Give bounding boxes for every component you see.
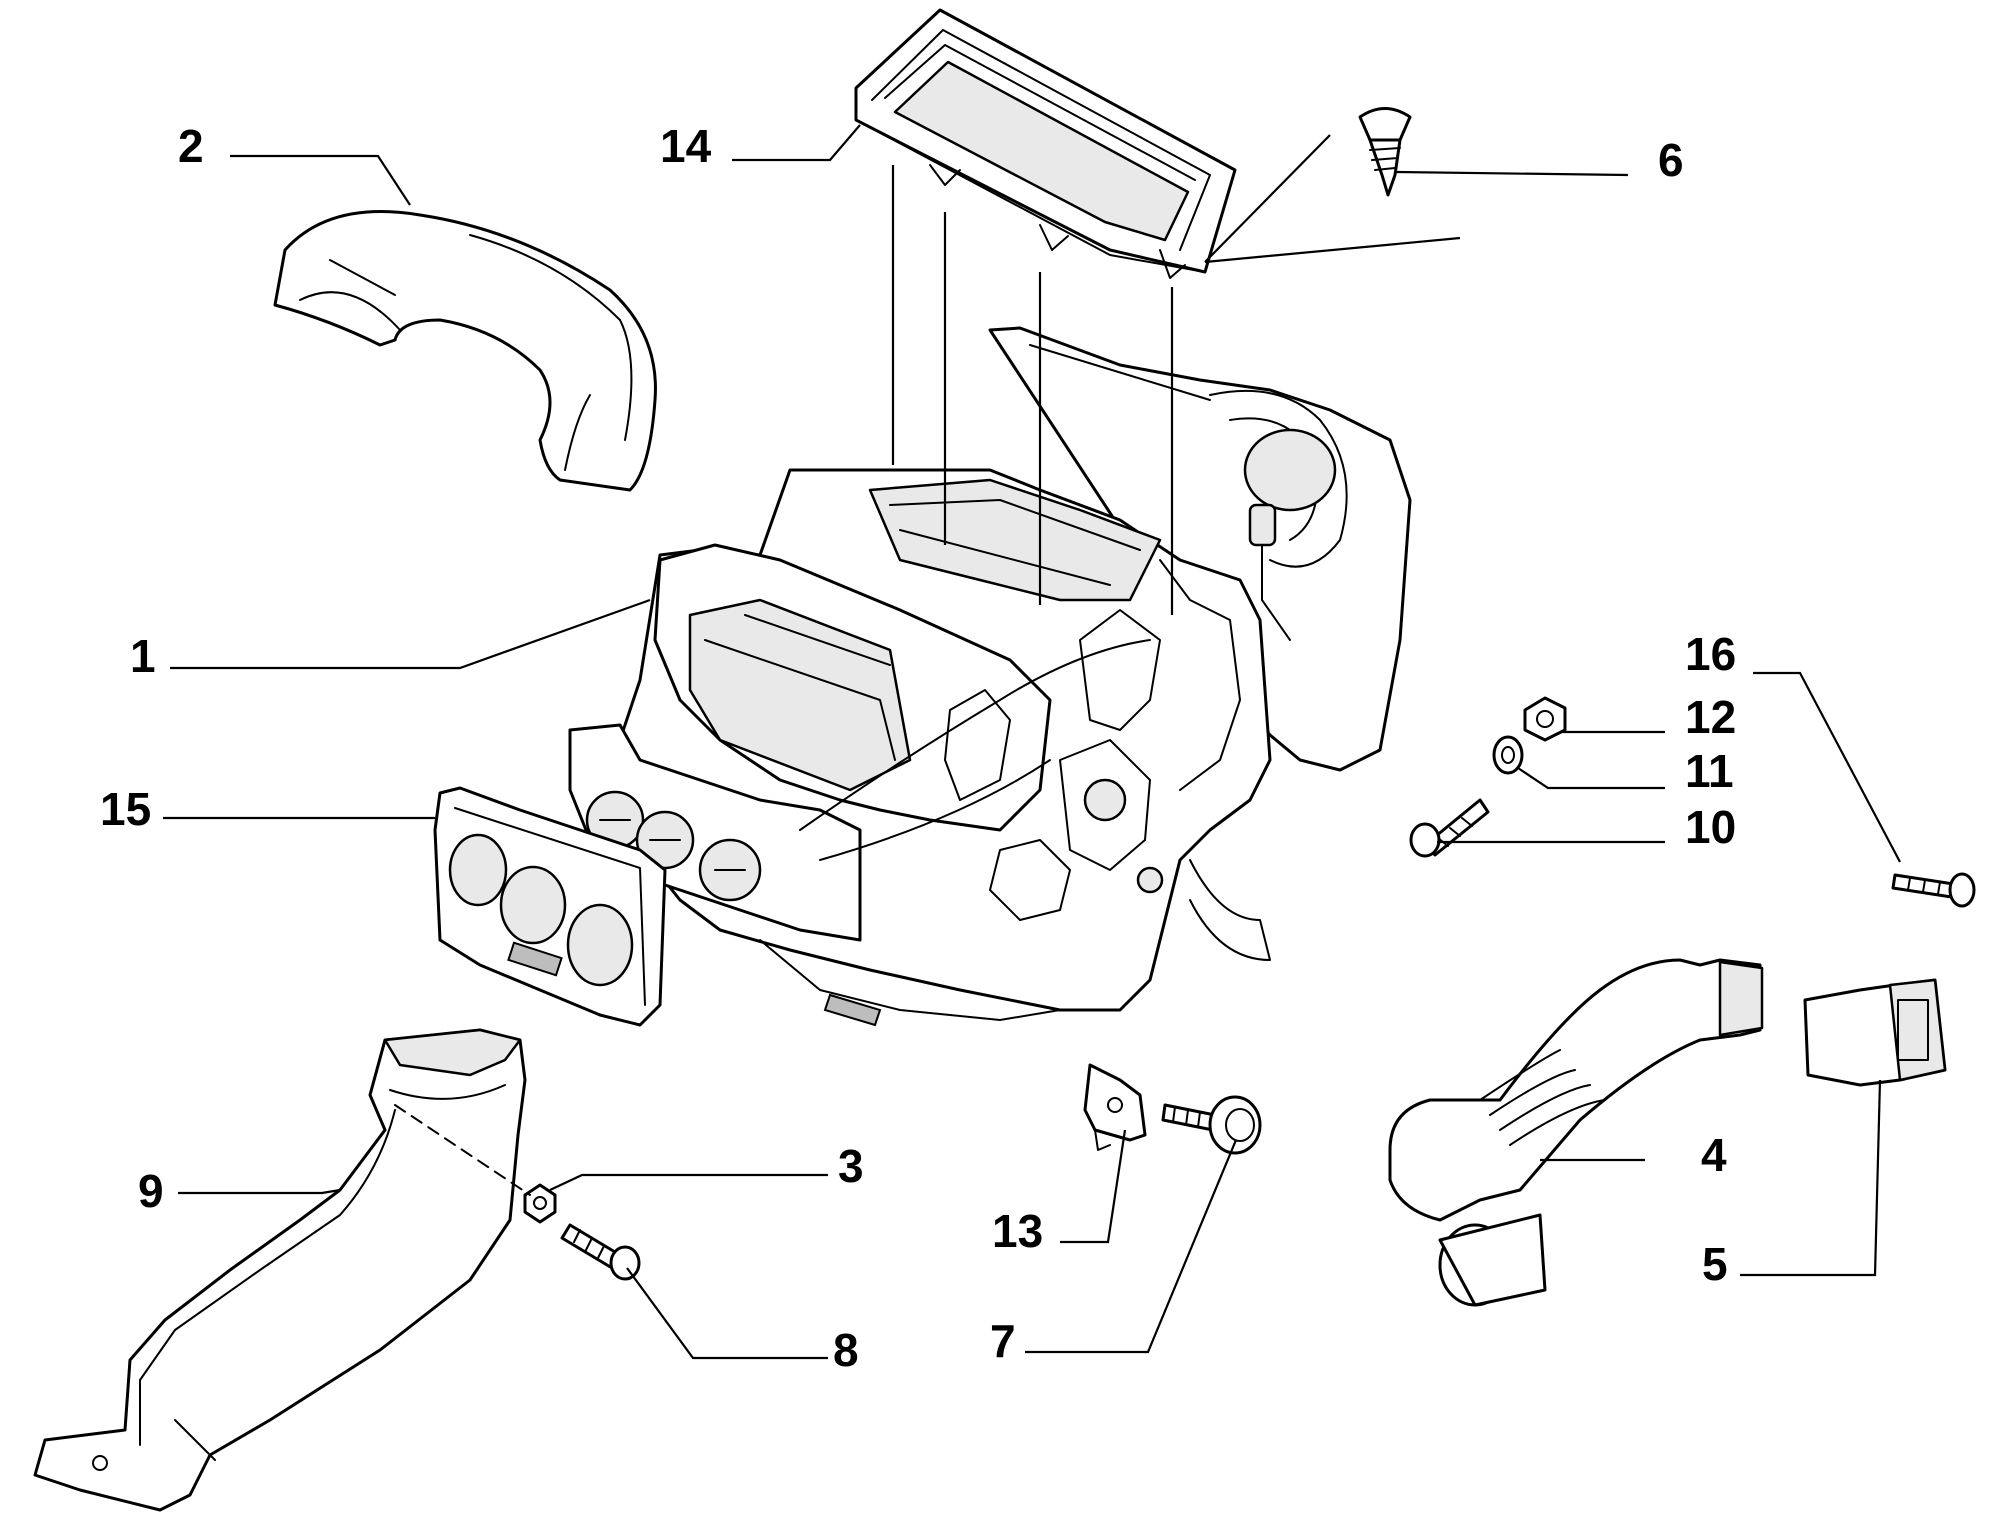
part-6-screw	[1358, 107, 1412, 197]
part-11-washer	[1492, 735, 1524, 775]
callout-14: 14	[660, 120, 712, 172]
callout-4: 4	[1701, 1129, 1727, 1181]
part-7-bolt	[1161, 1095, 1262, 1155]
callout-13: 13	[992, 1205, 1043, 1257]
part-2-duct	[273, 210, 657, 492]
part-12-nut	[1523, 696, 1567, 742]
part-8-bolt	[560, 1223, 641, 1281]
callout-5: 5	[1702, 1238, 1728, 1290]
callout-2: 2	[178, 120, 204, 172]
part-1-heater-unit	[568, 326, 1412, 1027]
callout-12: 12	[1685, 691, 1736, 743]
callout-8: 8	[833, 1324, 859, 1376]
part-10-bolt	[1409, 798, 1490, 858]
part-3-nut	[523, 1183, 557, 1224]
callout-11: 11	[1685, 745, 1734, 797]
leader-lines	[163, 124, 1901, 1360]
callout-3: 3	[838, 1140, 864, 1192]
callout-7: 7	[990, 1315, 1016, 1367]
callout-15: 15	[100, 783, 151, 835]
part-14-filter-frame	[854, 8, 1237, 279]
part-9-lower-duct	[33, 1028, 531, 1512]
callout-labels: 2 14 6 1 15 16 12 11 10 3 9 8 13 7 4 5	[100, 120, 1736, 1376]
callout-16: 16	[1685, 628, 1736, 680]
callout-10: 10	[1685, 801, 1736, 853]
callout-9: 9	[138, 1165, 164, 1217]
part-16-bolt	[1891, 872, 1976, 908]
part-4-flex-duct	[1388, 958, 1764, 1307]
part-13-clip	[1083, 1063, 1147, 1151]
part-5-adapter	[1803, 978, 1947, 1087]
part-15-control-bezel	[433, 786, 667, 1027]
callout-1: 1	[130, 630, 156, 682]
callout-6: 6	[1658, 134, 1684, 186]
